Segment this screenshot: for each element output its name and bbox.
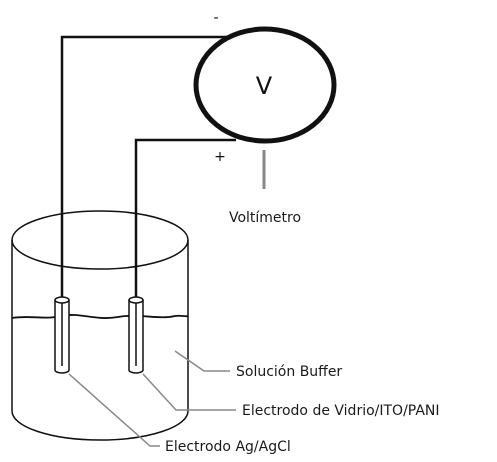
liquid-surface bbox=[11, 314, 189, 319]
glass-electrode-top bbox=[128, 296, 144, 304]
buffer-label: Solución Buffer bbox=[236, 364, 342, 380]
voltmeter: V bbox=[193, 26, 337, 144]
glass-electrode-leader-line bbox=[142, 373, 236, 411]
glass-electrode bbox=[128, 296, 144, 374]
beaker-rim bbox=[11, 210, 189, 270]
reference-electrode-top bbox=[54, 296, 70, 304]
reference-electrode-label: Electrodo Ag/AgCl bbox=[165, 439, 291, 455]
positive-wire bbox=[134, 138, 236, 300]
voltmeter-label: Voltímetro bbox=[229, 210, 301, 226]
voltmeter-body bbox=[193, 26, 337, 144]
beaker-bottom bbox=[11, 410, 189, 441]
circuit-wires bbox=[60, 35, 236, 300]
glass-electrode-label: Electrodo de Vidrio/ITO/PANI bbox=[242, 403, 440, 419]
negative-wire bbox=[60, 35, 230, 300]
reference-electrode-leader-line bbox=[68, 373, 160, 447]
leader-lines bbox=[68, 350, 236, 447]
positive-terminal-sign: + bbox=[214, 149, 226, 165]
reference-electrode bbox=[54, 296, 70, 374]
beaker bbox=[11, 210, 189, 441]
negative-terminal-sign: - bbox=[213, 10, 218, 26]
voltmeter-symbol: V bbox=[256, 72, 273, 100]
buffer-leader-line bbox=[174, 350, 230, 372]
